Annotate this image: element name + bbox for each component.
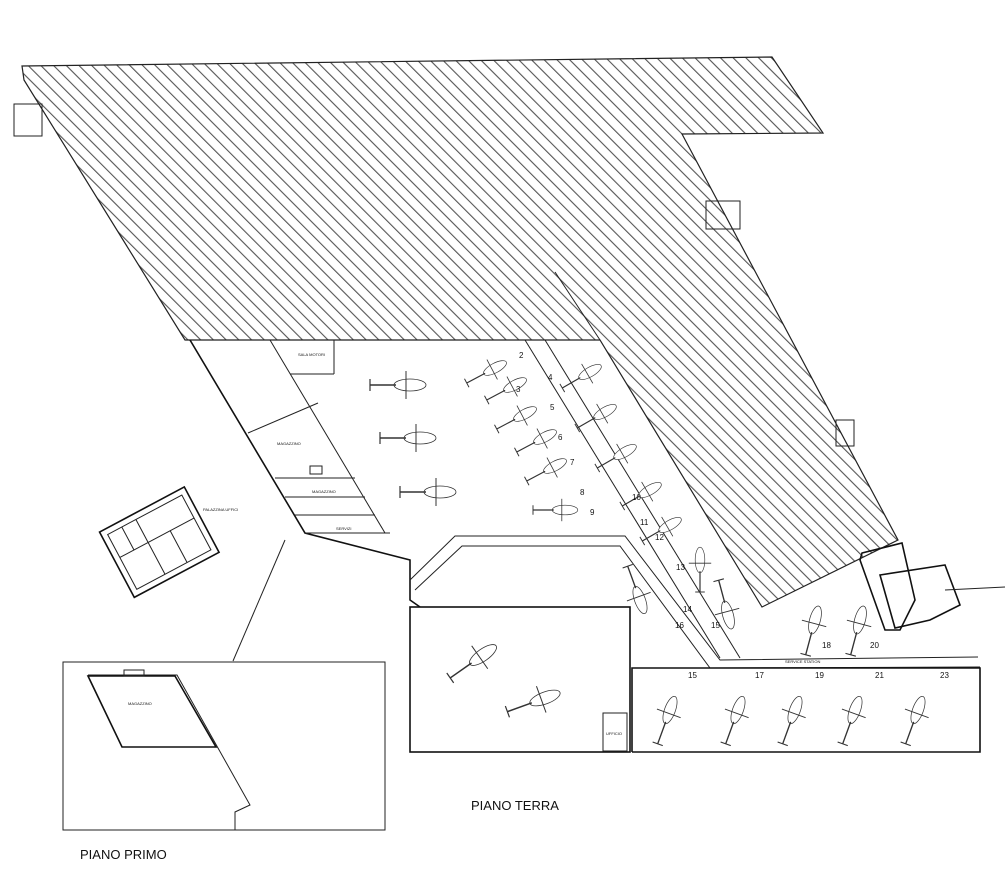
bay-number: 18 [822,641,831,650]
bay-number: 23 [940,671,949,680]
apron-number: 9 [590,508,595,517]
apron-number: 10 [632,493,641,502]
helicopter-symbol [559,363,602,393]
helicopter-symbol [524,457,567,486]
helicopter-symbol [900,695,929,747]
room-label-servizi: SERVIZI [336,526,352,531]
room-label-sala-motori: SALA MOTORI [298,352,325,357]
apron-number: 5 [550,403,555,412]
apron-number: 6 [558,433,563,442]
helicopter-symbol [720,695,749,747]
helicopter-symbol [688,546,712,593]
ground-floor-title: PIANO TERRA [471,798,559,813]
bay-number: 20 [870,641,879,650]
east-building [859,542,916,631]
helicopter-symbol [619,481,662,511]
stair-nw [13,103,43,137]
west-wing-outline [189,339,421,608]
helicopter-symbol [464,359,507,388]
apron-number: 11 [640,518,649,527]
helicopters [369,359,929,747]
helicopter-symbol [845,605,872,657]
helicopter-symbol [594,443,637,473]
helicopter-symbol [639,516,682,546]
helicopter-symbol [713,578,740,630]
apron-number: 16 [675,621,684,630]
inset-magazzino [86,675,218,748]
helicopter-symbol [837,695,866,747]
west-wing-wall [269,339,386,534]
helicopter-symbol [800,605,827,657]
bay-number: 21 [875,671,884,680]
taxi-line [544,339,741,659]
apron-number: 15 [711,621,720,630]
helicopter-symbol [399,478,457,506]
helicopter-symbol [514,428,557,457]
helicopter-symbol [622,563,651,615]
stair-east [835,419,855,447]
room-label-magazzino-2: MAGAZZINO [312,489,336,494]
helicopter-symbol [369,371,427,399]
bay-number: 15 [688,671,697,680]
apron-number: 3 [516,385,521,394]
callout-line [232,539,286,662]
office-building-label: PALAZZINA UFFICI [203,507,238,512]
helicopter-symbol [652,695,681,747]
helicopter-symbol [494,405,537,434]
hatched-hangar-area [21,56,899,608]
east-building-2 [878,564,962,629]
helicopter-symbol [574,403,617,433]
taxi-line [554,271,601,341]
road-edge [409,535,979,661]
inset-stair [123,669,145,677]
first-floor-inset [62,661,386,831]
helicopter-symbol [777,695,806,747]
apron-number: 12 [655,533,664,542]
helicopter-symbol [379,424,437,452]
bay-number: 17 [755,671,764,680]
helicopter-symbol [446,644,497,684]
service-station-label: SERVICE STATION [785,659,820,664]
room-label-magazzino: MAGAZZINO [277,441,301,446]
office-label: UFFICIO [606,731,622,736]
maintenance-hangar [631,667,981,753]
helicopter-symbol [484,376,527,405]
taxi-line [524,339,721,659]
first-floor-title: PIANO PRIMO [80,847,167,862]
helicopter-symbol [504,686,561,718]
apron-number: 2 [519,351,524,360]
stair-ne [705,200,741,230]
inset-outline [88,674,251,830]
apron-number: 4 [548,373,553,382]
inset-room-label: MAGAZZINO [128,701,152,706]
office-building [98,485,221,599]
bay-number: 19 [815,671,824,680]
apron-number: 7 [570,458,575,467]
apron-number: 13 [676,563,685,572]
fence-line [944,586,1006,591]
hangar-building [409,606,631,753]
apron-number: 14 [683,605,692,614]
equipment-box [309,465,323,475]
room-wall [247,402,319,434]
apron-number: 8 [580,488,585,497]
office-box [602,712,628,752]
helicopter-symbol [532,498,579,522]
